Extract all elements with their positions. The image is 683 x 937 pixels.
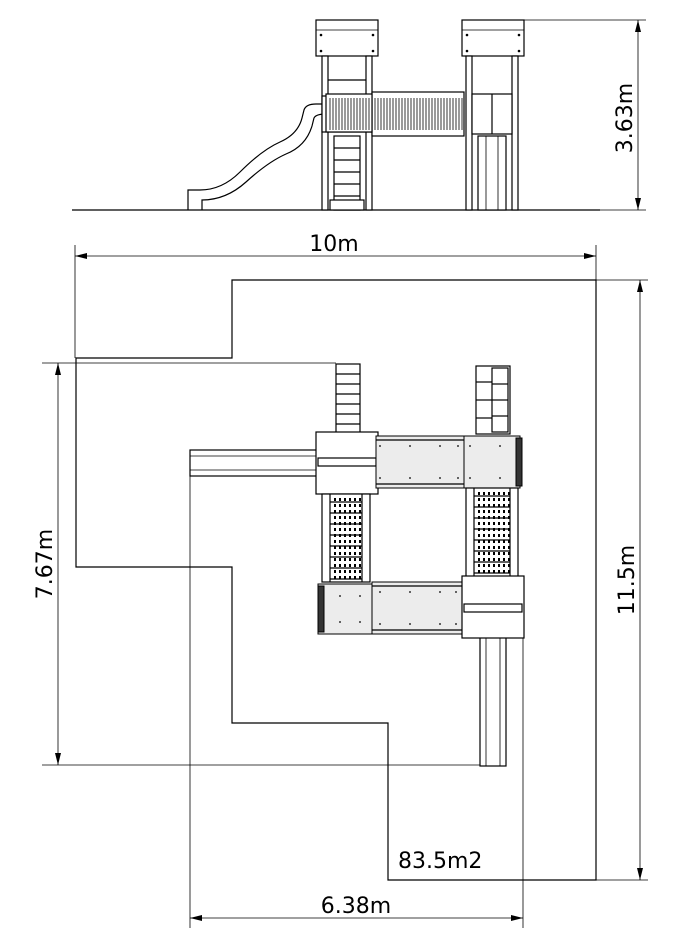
plan-bottom-slide xyxy=(479,633,507,767)
plan-bridge-top xyxy=(375,435,465,489)
area-label: 83.5m2 xyxy=(398,849,482,874)
depth-total-dimension: 11.5m xyxy=(596,279,648,881)
plan-top-ladder-right xyxy=(475,365,511,435)
elevation-right-tower xyxy=(461,19,525,211)
plan-view: 10m 11.5m 7.67m 6.38m xyxy=(33,232,648,928)
width-total-label: 10m xyxy=(309,232,358,257)
height-dimension: 3.63m xyxy=(524,19,646,211)
depth-left-dimension: 7.67m xyxy=(33,362,482,766)
width-bottom-label: 6.38m xyxy=(321,894,391,919)
depth-left-label: 7.67m xyxy=(33,529,58,599)
plan-tower-bottom-left xyxy=(317,583,375,635)
plan-net-left xyxy=(321,493,371,583)
plan-tower-bottom-right xyxy=(461,575,525,639)
safety-zone-outline xyxy=(75,279,597,881)
elevation-slide xyxy=(187,103,327,210)
plan-top-ladder-left xyxy=(335,363,361,435)
width-total-dimension: 10m xyxy=(74,232,597,358)
elevation-view: 3.63m xyxy=(72,19,646,211)
elevation-bridge xyxy=(325,91,465,137)
depth-total-label: 11.5m xyxy=(615,545,640,615)
plan-net-right xyxy=(465,487,519,583)
plan-tower-top-left xyxy=(315,431,379,495)
height-dimension-label: 3.63m xyxy=(613,83,638,153)
plan-bridge-bottom xyxy=(371,581,465,635)
plan-left-slide xyxy=(189,449,319,477)
width-bottom-dimension: 6.38m xyxy=(189,450,524,928)
plan-tower-top-right xyxy=(463,435,523,489)
